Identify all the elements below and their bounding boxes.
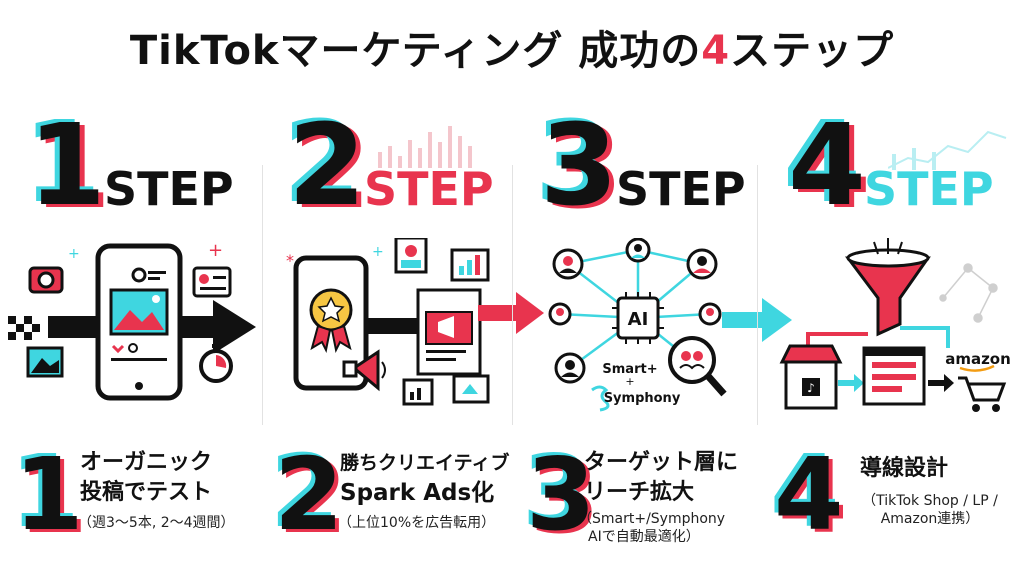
person-icon bbox=[552, 248, 584, 280]
person-icon bbox=[686, 248, 718, 280]
person-icon bbox=[625, 237, 651, 263]
divider bbox=[512, 165, 513, 425]
svg-text:Smart+: Smart+ bbox=[602, 362, 657, 377]
step-4-illustration: ♪ amazon bbox=[768, 238, 1018, 428]
smartphone-icon bbox=[95, 243, 183, 401]
person-icon bbox=[698, 302, 722, 326]
camera-icon bbox=[28, 266, 64, 294]
image-icon bbox=[26, 346, 64, 378]
step-3-number: 3 bbox=[540, 101, 618, 231]
image-card-icon bbox=[109, 288, 169, 336]
step-1-word: STEP bbox=[104, 162, 234, 216]
step-1-number: 1 bbox=[28, 101, 106, 231]
step-4-word: STEP bbox=[864, 162, 994, 216]
svg-text:amazon: amazon bbox=[945, 350, 1011, 368]
arrow-icon bbox=[928, 374, 954, 392]
step-3-illustration: AI bbox=[520, 237, 770, 428]
divider bbox=[262, 165, 263, 425]
step-1-desc-number: 1 bbox=[14, 436, 84, 553]
step-2-header: 2 STEP bbox=[288, 110, 528, 230]
person-icon bbox=[554, 352, 586, 384]
svg-text:+: + bbox=[625, 375, 634, 388]
symphony-logo-icon bbox=[591, 385, 610, 412]
step-3-header: 3 STEP bbox=[540, 110, 780, 230]
svg-text:+: + bbox=[208, 240, 223, 261]
svg-text:♪: ♪ bbox=[807, 381, 815, 395]
pixel-pattern-icon bbox=[8, 316, 40, 340]
step-3-desc-number: 3 bbox=[526, 436, 596, 553]
step-1-column: 1 STEP bbox=[8, 110, 258, 560]
arrow-icon bbox=[838, 374, 864, 392]
megaphone-icon bbox=[342, 349, 386, 392]
storefront-icon: ♪ bbox=[779, 344, 843, 410]
step-3-column: 3 STEP AI bbox=[520, 110, 770, 560]
step-1-desc-main: オーガニック 投稿でテスト bbox=[80, 450, 213, 505]
step-1-description: 1 オーガニック 投稿でテスト （週3〜5本, 2〜4週間） bbox=[8, 440, 258, 560]
landing-page-icon bbox=[862, 346, 926, 406]
step-1-desc-sub: （週3〜5本, 2〜4週間） bbox=[78, 515, 235, 531]
step-4-header: 4 STEP bbox=[788, 110, 1024, 230]
network-icon bbox=[939, 263, 998, 323]
svg-text:*: * bbox=[286, 251, 294, 270]
ad-card-icon bbox=[416, 288, 482, 376]
step-4-column: 4 STEP ♪ bbox=[768, 110, 1018, 560]
svg-text:AI: AI bbox=[628, 309, 649, 330]
step-3-word: STEP bbox=[616, 162, 746, 216]
step-2-column: 2 STEP bbox=[268, 110, 518, 560]
ai-chip-icon: AI bbox=[612, 292, 664, 344]
smartphone-icon bbox=[293, 255, 369, 391]
divider bbox=[757, 165, 758, 425]
cart-icon bbox=[958, 376, 1007, 412]
arrow-icon bbox=[722, 298, 792, 342]
small-chart-icon bbox=[402, 374, 490, 406]
step-1-header: 1 STEP bbox=[28, 110, 268, 230]
timer-icon bbox=[199, 344, 233, 383]
bar-chart-icon bbox=[450, 248, 490, 282]
step-2-description: 2 勝ちクリエイティブ Spark Ads化 （上位10%を広告転用） bbox=[268, 440, 518, 560]
arrow-icon bbox=[478, 292, 544, 334]
funnel-icon bbox=[845, 238, 931, 337]
award-ribbon-icon bbox=[309, 288, 353, 354]
step-3-description: 3 ターゲット層に リーチ拡大 （Smart+/Symphony AIで自動最適… bbox=[520, 440, 770, 560]
step-4-desc-main: 導線設計 bbox=[860, 456, 949, 481]
step-3-desc-main: ターゲット層に リーチ拡大 bbox=[584, 450, 739, 505]
step-2-desc-number: 2 bbox=[274, 436, 344, 553]
step-2-number: 2 bbox=[288, 101, 366, 231]
step-3-desc-sub: （Smart+/Symphony AIで自動最適化） bbox=[578, 511, 726, 545]
step-4-number: 4 bbox=[788, 101, 866, 231]
step-2-desc-sub: （上位10%を広告転用） bbox=[338, 515, 496, 531]
profile-card-icon bbox=[192, 266, 232, 298]
page-title: TikTokマーケティング 成功の4ステップ bbox=[129, 28, 895, 74]
svg-text:+: + bbox=[68, 246, 80, 262]
person-icon bbox=[548, 302, 572, 326]
magnifier-users-icon bbox=[668, 336, 727, 397]
step-4-desc-number: 4 bbox=[774, 436, 844, 553]
svg-text:+: + bbox=[372, 244, 384, 260]
step-1-illustration: + + bbox=[8, 238, 258, 428]
svg-text:Symphony: Symphony bbox=[604, 391, 681, 406]
step-2-desc-main: 勝ちクリエイティブ Spark Ads化 bbox=[340, 452, 510, 506]
step-2-word: STEP bbox=[364, 162, 494, 216]
bar-chart-icon bbox=[378, 126, 472, 168]
step-4-description: 4 導線設計 （TikTok Shop / LP / Amazon連携） bbox=[768, 440, 1018, 560]
profile-photo-icon bbox=[394, 236, 428, 274]
step-2-illustration: * + bbox=[268, 236, 518, 428]
line-chart-icon bbox=[888, 130, 1007, 170]
step-4-desc-sub: （TikTok Shop / LP / Amazon連携） bbox=[862, 493, 998, 527]
